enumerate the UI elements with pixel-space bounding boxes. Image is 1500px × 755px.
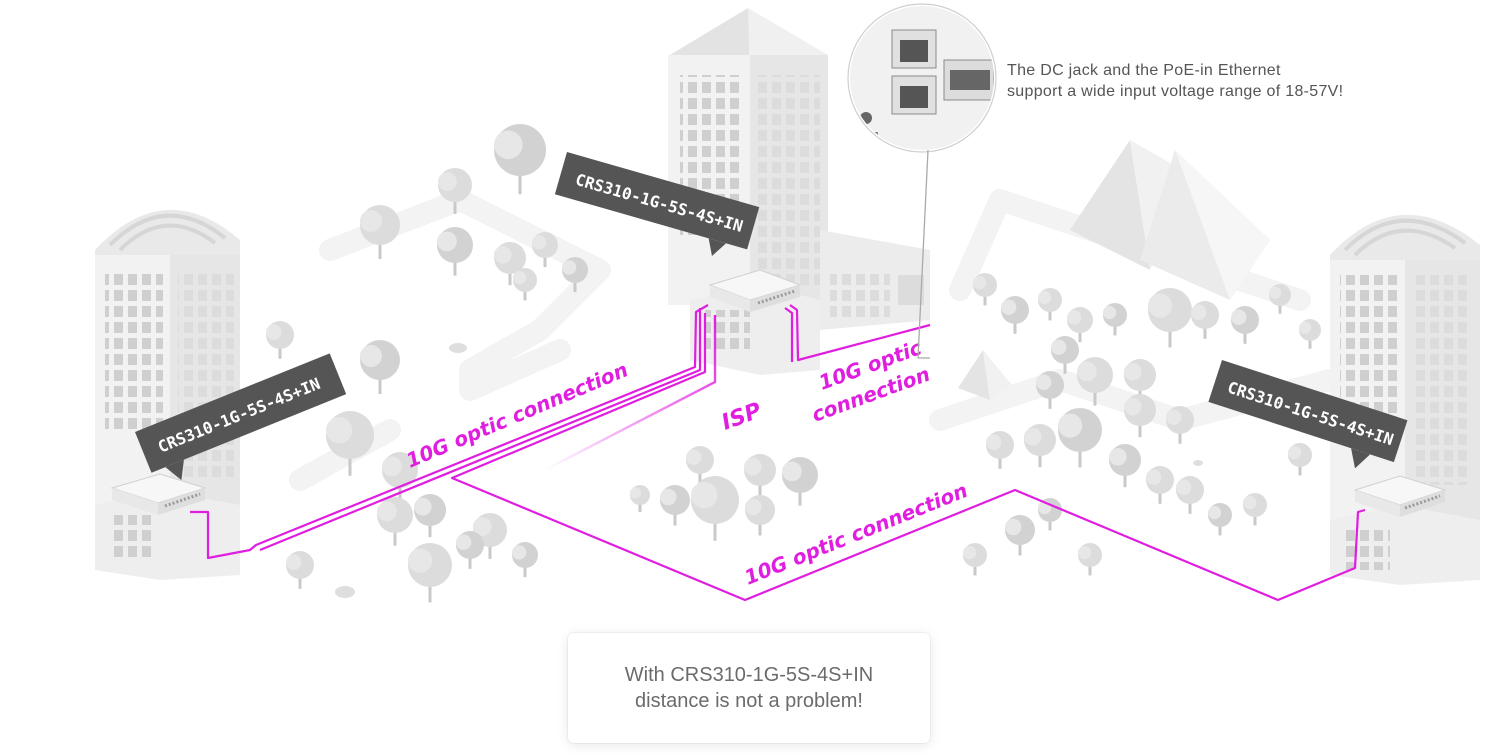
caption-line-2: distance is not a problem! <box>635 690 863 712</box>
tree <box>456 531 484 569</box>
tree <box>1124 394 1156 438</box>
tree <box>1077 357 1113 406</box>
tree <box>1146 466 1174 504</box>
tree <box>686 446 714 484</box>
fiber-center-to-right <box>450 313 1366 602</box>
tree <box>562 257 588 293</box>
tree <box>660 485 690 526</box>
fiber-left-to-center-2 <box>259 308 702 552</box>
rocks <box>335 343 1203 598</box>
tree <box>266 321 294 359</box>
tree <box>1191 301 1219 339</box>
tree <box>286 551 314 589</box>
tree <box>512 542 538 578</box>
tree <box>1103 303 1127 336</box>
tree <box>382 452 418 501</box>
tree <box>1001 296 1029 334</box>
tree <box>513 268 537 301</box>
tree <box>1243 493 1267 526</box>
tree <box>414 494 446 538</box>
center-building <box>668 8 930 375</box>
tree <box>986 431 1014 469</box>
tree <box>973 273 997 306</box>
tree <box>532 232 558 268</box>
tree <box>1269 284 1291 314</box>
tree <box>782 457 818 506</box>
right-building <box>1330 214 1480 585</box>
link-label-bottom: 10G optic connection <box>741 478 971 590</box>
isp-fiber <box>544 315 717 472</box>
tree <box>1036 371 1064 409</box>
tree <box>1166 406 1194 444</box>
tree <box>1067 307 1093 343</box>
fiber-left-to-center <box>190 304 709 560</box>
tree <box>1124 359 1156 403</box>
fiber-center-out-2 <box>784 307 794 362</box>
caption-line-1: With CRS310-1G-5S-4S+IN <box>624 664 874 686</box>
tree <box>1005 515 1035 556</box>
tree <box>1148 288 1192 348</box>
voltage-note: The DC jack and the PoE-in Ethernet supp… <box>1007 60 1343 102</box>
caption-card: With CRS310-1G-5S-4S+IN distance is not … <box>568 633 930 743</box>
fiber-center-out <box>789 304 931 362</box>
tree <box>437 227 473 276</box>
tree <box>1288 443 1312 476</box>
tree <box>1038 498 1062 531</box>
switch-left <box>110 473 207 515</box>
tree <box>360 205 400 259</box>
tree <box>360 340 400 394</box>
pyramid-small <box>958 350 1012 400</box>
tree <box>408 543 452 603</box>
tree <box>1231 306 1259 344</box>
voltage-note-line-1: The DC jack and the PoE-in Ethernet <box>1007 62 1281 79</box>
port-zoom-callout <box>847 3 997 359</box>
tree <box>438 168 472 214</box>
tree <box>1299 319 1321 349</box>
tree <box>1078 543 1102 576</box>
left-building <box>95 209 240 580</box>
tree <box>744 454 776 498</box>
tree <box>1024 424 1056 468</box>
tree <box>1176 476 1204 514</box>
tree <box>745 495 775 536</box>
tree <box>1051 336 1079 374</box>
switch-center <box>708 269 802 312</box>
link-label-isp: ISP <box>719 398 765 435</box>
tree <box>1038 288 1062 321</box>
trees <box>266 124 1321 603</box>
tree <box>326 411 374 476</box>
fiber-links <box>190 304 1366 602</box>
tree <box>494 242 526 286</box>
tree <box>691 476 739 541</box>
pyramid-right <box>1070 140 1270 300</box>
tree <box>963 543 987 576</box>
tree <box>494 124 546 195</box>
tree <box>1058 408 1102 468</box>
tree <box>630 485 650 512</box>
tree <box>1109 444 1141 488</box>
tree <box>377 497 413 546</box>
tree <box>1208 503 1232 536</box>
switch-right <box>1353 475 1447 517</box>
voltage-note-line-2: support a wide input voltage range of 18… <box>1007 83 1344 100</box>
